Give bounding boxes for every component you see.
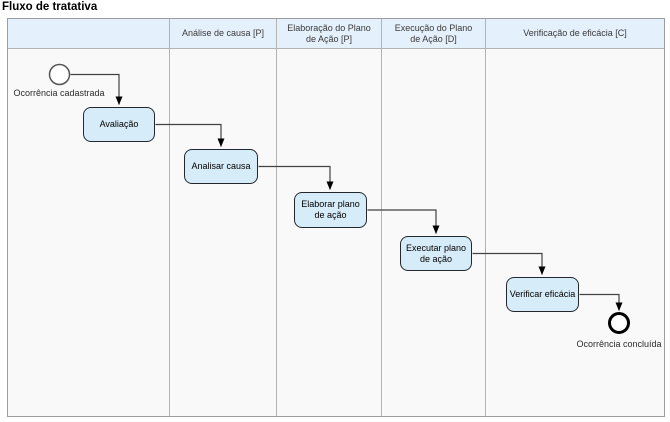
lane-header-analise-de-causa: Análise de causa [P]	[170, 19, 276, 49]
lane-body-verificacao-eficacia	[486, 49, 664, 416]
start-event-label: Ocorrência cadastrada	[13, 88, 105, 98]
lane-default	[8, 19, 170, 416]
lane-header-verificacao-eficacia: Verificação de eficácia [C]	[486, 19, 664, 49]
lane-elaboracao-plano: Elaboração do Plano de Ação [P]	[277, 19, 382, 416]
task-avaliacao[interactable]: Avaliação	[83, 107, 155, 142]
lane-analise-de-causa: Análise de causa [P]	[170, 19, 277, 416]
lane-body-default	[8, 49, 169, 416]
lane-body-execucao-plano	[382, 49, 485, 416]
lane-header-execucao-plano: Execução do Plano de Ação [D]	[382, 19, 485, 49]
task-executar-plano[interactable]: Executar plano de ação	[400, 236, 472, 271]
lane-header-elaboracao-plano: Elaboração do Plano de Ação [P]	[277, 19, 381, 49]
end-event-label: Ocorrência concluída	[576, 339, 662, 349]
task-elaborar-plano[interactable]: Elaborar plano de ação	[294, 192, 367, 228]
task-verificar-eficacia[interactable]: Verificar eficácia	[506, 277, 579, 312]
lane-body-elaboracao-plano	[277, 49, 381, 416]
lane-body-analise-de-causa	[170, 49, 276, 416]
lane-verificacao-eficacia: Verificação de eficácia [C]	[486, 19, 664, 416]
lane-execucao-plano: Execução do Plano de Ação [D]	[382, 19, 486, 416]
task-analisar-causa[interactable]: Analisar causa	[184, 149, 258, 184]
lane-header-default	[8, 19, 169, 49]
diagram-title: Fluxo de tratativa	[2, 1, 98, 13]
